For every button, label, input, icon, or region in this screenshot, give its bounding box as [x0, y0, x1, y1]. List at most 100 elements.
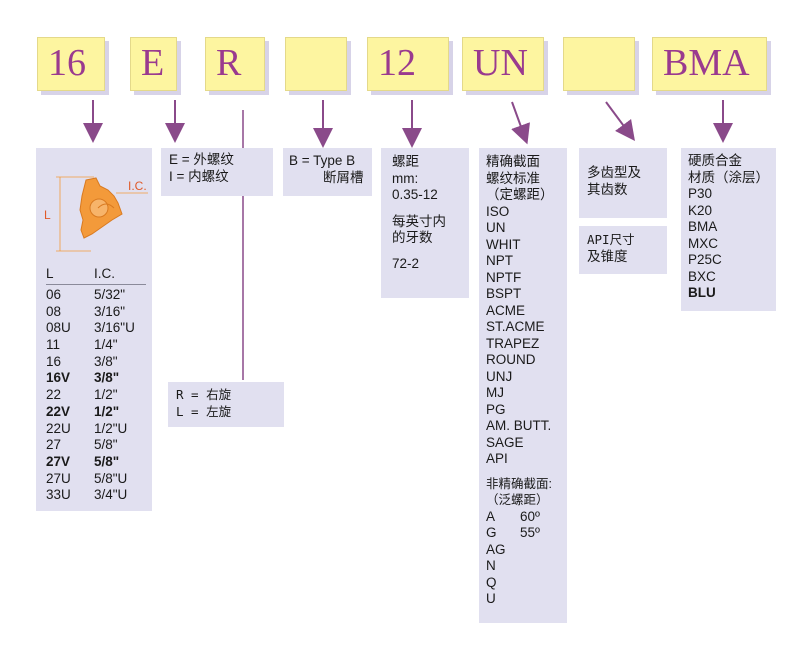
pitch-title: 螺距	[392, 154, 419, 169]
partial-angle: 60º	[520, 508, 540, 524]
grade-item: P25C	[688, 252, 722, 267]
size-ic-value: 3/16"	[94, 303, 126, 319]
hand-box: R = 右旋 L = 左旋	[168, 382, 284, 427]
profile-item: MJ	[486, 385, 504, 400]
grade-item-blu: BLU	[688, 285, 716, 300]
size-ic-value: 3/4"U	[94, 487, 128, 503]
size-l-value: 27	[46, 437, 62, 453]
size-l-value: 22U	[46, 420, 71, 436]
grade-item: BXC	[688, 268, 716, 284]
size-ic-value: 3/8"	[94, 353, 118, 369]
code-hand: R	[205, 37, 265, 91]
size-row: 27 5/8"	[46, 437, 146, 454]
partial-item: A 60º	[486, 509, 565, 526]
profile-item: API	[486, 451, 508, 466]
code-type-b	[285, 37, 347, 91]
size-ic-value: 1/2"U	[94, 420, 128, 436]
grade-head-1: 硬质合金	[688, 153, 742, 168]
profile-item: ROUND	[486, 352, 536, 367]
size-l-value: 11	[46, 337, 61, 353]
multi-tooth-line1: 多齿型及	[587, 165, 641, 180]
size-l-value: 22	[46, 387, 62, 403]
hand-right: R = 右旋	[176, 387, 232, 402]
size-l-value: 22V	[46, 403, 71, 419]
partial-head-2: （泛螺距）	[486, 493, 549, 507]
thread-dir-internal: I = 内螺纹	[169, 168, 229, 184]
profile-item: UNJ	[486, 368, 513, 384]
size-l-value: 06	[46, 287, 62, 302]
code-multi-tooth	[563, 37, 635, 91]
profile-item: SAGE	[486, 434, 524, 450]
code-pitch: 12	[367, 37, 449, 91]
col-ic-header: I.C.	[94, 266, 116, 281]
partial-item: U	[486, 591, 565, 608]
partial-code: Q	[486, 574, 497, 590]
thread-dir-box: E = 外螺纹 I = 内螺纹	[161, 148, 273, 196]
type-b-chipbreaker: 断屑槽	[323, 169, 364, 185]
size-ic-value: 1/2"	[94, 387, 118, 403]
size-l-value: 16	[46, 353, 62, 369]
api-line1: API尺寸	[587, 232, 635, 247]
profile-item: WHIT	[486, 236, 521, 252]
size-row: 33U 3/4"U	[46, 487, 146, 504]
size-row: 22U 1/2"U	[46, 421, 146, 438]
size-ic-value: 3/8"	[94, 370, 120, 386]
size-ic-value: 3/16"U	[94, 320, 135, 336]
code-thread-dir: E	[130, 37, 177, 91]
size-l-value: 33U	[46, 487, 71, 503]
pitch-range-mm: 0.35-12	[392, 187, 438, 202]
grade-item: BMA	[688, 219, 718, 234]
profile-item: BSPT	[486, 286, 522, 301]
hand-left: L = 左旋	[176, 403, 232, 419]
profile-item: NPT	[486, 253, 513, 268]
grade-item: MXC	[688, 235, 718, 251]
size-row: 11 1/4"	[46, 337, 146, 354]
type-b-label: B = Type B	[289, 153, 356, 168]
partial-code: U	[486, 591, 496, 606]
partial-item: AG	[486, 542, 565, 559]
profile-item: NPTF	[486, 269, 522, 285]
arrow-multi-tooth	[605, 101, 635, 142]
type-b-box: B = Type B 断屑槽	[283, 148, 372, 196]
size-ic-value: 5/32"	[94, 287, 126, 302]
partial-code: AG	[486, 541, 506, 557]
code-grade: BMA	[652, 37, 767, 91]
size-ic-value: 5/8"	[94, 453, 120, 469]
size-ic-value: 1/4"	[94, 337, 118, 353]
partial-head-1: 非精确截面:	[486, 476, 552, 491]
profile-item: PG	[486, 401, 506, 417]
size-l-value: 27V	[46, 453, 71, 469]
profile-head-2: 螺纹标准	[486, 170, 540, 186]
size-row: 16 3/8"	[46, 354, 146, 371]
multi-tooth-box: 多齿型及 其齿数	[579, 148, 667, 218]
profile-head-1: 精确截面	[486, 154, 540, 169]
profile-head-3: （定螺距）	[486, 187, 554, 202]
partial-code: A	[486, 508, 496, 524]
api-line2: 及锥度	[587, 248, 628, 264]
ic-label: I.C.	[128, 179, 147, 193]
tpi-range: 72-2	[392, 255, 420, 271]
size-l-value: 08	[46, 303, 62, 319]
profile-item: ST.ACME	[486, 319, 545, 334]
size-l-value: 16V	[46, 370, 71, 386]
pitch-unit: mm:	[392, 170, 419, 186]
size-l-value: 27U	[46, 470, 71, 486]
profile-item: ISO	[486, 203, 510, 219]
grade-item: P30	[688, 186, 713, 201]
code-profile: UN	[462, 37, 544, 91]
col-l-header: L	[46, 266, 54, 281]
api-box: API尺寸 及锥度	[579, 226, 667, 274]
profile-item: UN	[486, 220, 506, 235]
profile-item: ACME	[486, 302, 526, 318]
size-row: 22 1/2"	[46, 387, 146, 404]
multi-tooth-line2: 其齿数	[587, 181, 628, 197]
size-ic-value: 5/8"	[94, 437, 118, 453]
partial-item: Q	[486, 575, 565, 592]
